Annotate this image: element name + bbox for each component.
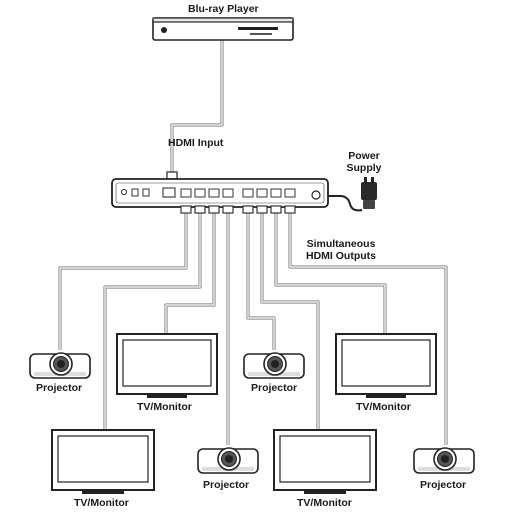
blu-ray-player-icon xyxy=(152,17,294,41)
power-cable xyxy=(324,195,363,212)
device-label-monitor-3: TV/Monitor xyxy=(297,497,352,509)
projector-icon xyxy=(243,352,305,379)
projector-icon xyxy=(413,447,475,474)
output-plugs xyxy=(180,205,296,214)
monitor-icon xyxy=(116,333,218,398)
device-label-projector-1: Projector xyxy=(36,382,83,394)
simultaneous-outputs-label: Simultaneous HDMI Outputs xyxy=(301,238,381,262)
cable-highlights xyxy=(59,38,447,445)
device-label-projector-4: Projector xyxy=(420,479,467,491)
power-supply-label: Power Supply xyxy=(342,150,386,174)
power-supply-label-line2: Supply xyxy=(346,162,382,174)
output-cable-monitor-2 xyxy=(164,210,216,334)
device-label-monitor-4: TV/Monitor xyxy=(356,401,411,413)
outputs-label-line2: HDMI Outputs xyxy=(306,250,376,262)
outputs-label-line1: Simultaneous xyxy=(306,238,376,250)
device-label-monitor-1: TV/Monitor xyxy=(74,497,129,509)
monitor-icon xyxy=(335,333,437,398)
hdmi-input-cable xyxy=(170,38,224,177)
monitor-icon xyxy=(51,429,155,494)
device-label-monitor-2: TV/Monitor xyxy=(137,401,192,413)
projector-icon xyxy=(29,352,91,379)
blu-ray-player-label: Blu-ray Player xyxy=(188,3,259,15)
power-adapter-icon xyxy=(361,177,377,209)
monitor-icon xyxy=(273,429,377,494)
hdmi-input-label: HDMI Input xyxy=(168,137,224,149)
power-supply-label-line1: Power xyxy=(348,150,380,162)
hdmi-splitter-icon xyxy=(111,178,329,208)
output-cable-monitor-4 xyxy=(274,210,387,334)
device-label-projector-3: Projector xyxy=(251,382,298,394)
device-label-projector-2: Projector xyxy=(203,479,250,491)
projector-icon xyxy=(197,447,259,474)
